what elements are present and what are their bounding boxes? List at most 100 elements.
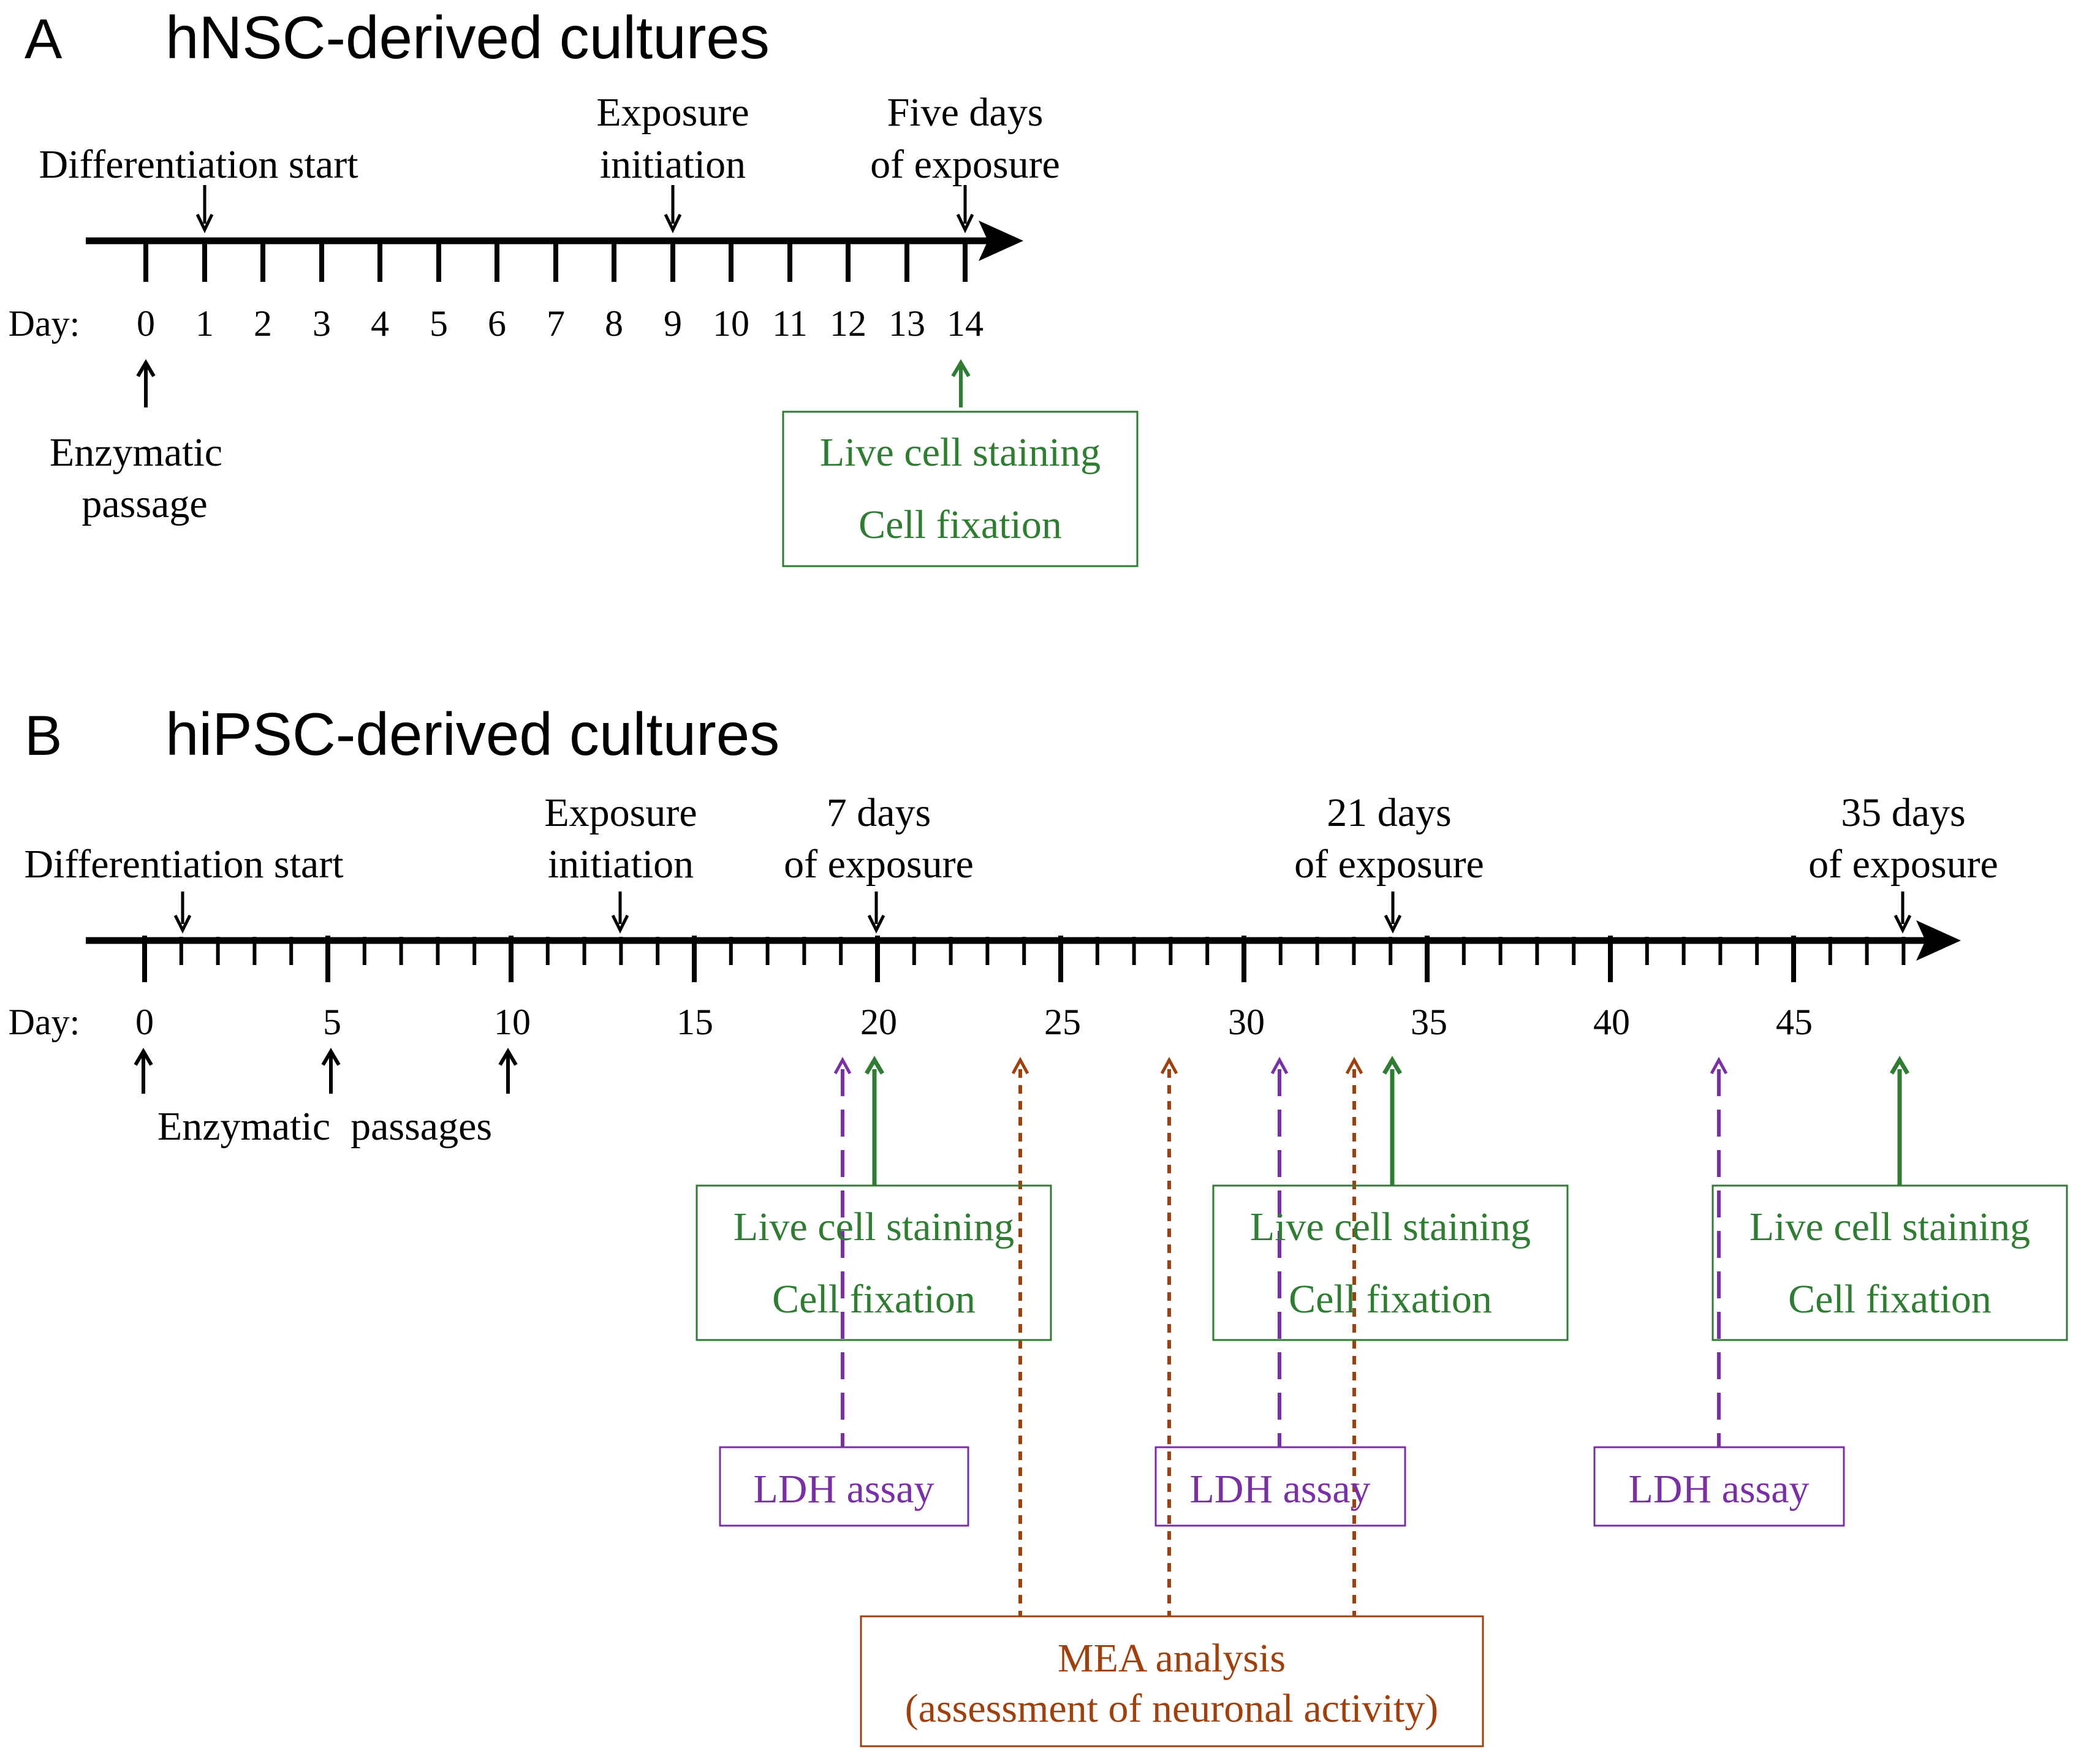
ldh-arrowhead-2: [1270, 1056, 1289, 1075]
mea-box-line2: (assessment of neuronal activity): [905, 1686, 1439, 1731]
b-staining-box-1-line2: Cell fixation: [772, 1277, 976, 1322]
b-exposure-line1: Exposure: [544, 790, 697, 835]
tick-label-a-0: 0: [137, 303, 155, 344]
arrowhead-up-enzymatic: [136, 359, 156, 377]
arrowhead-exposure: [664, 213, 682, 233]
tick-label-a-8: 8: [605, 303, 623, 344]
tick-label-a-12: 12: [830, 303, 866, 344]
mea-box-border: [860, 1615, 1484, 1747]
b-arrowhead-exposure: [611, 914, 629, 934]
b-arrowhead-21days: [1384, 914, 1402, 934]
enzymatic-passage-line2: passage: [81, 482, 207, 526]
tick-label-a-7: 7: [547, 303, 565, 344]
b-staining-arrowhead-1: [864, 1056, 885, 1075]
ldh-arrowhead-3: [1710, 1056, 1728, 1075]
arrowhead-differentiation: [195, 213, 214, 233]
exposure-initiation-label-line1: Exposure: [596, 90, 749, 135]
arrowhead-up-staining-a: [951, 359, 971, 377]
b-differentiation-start-label: Differentiation start: [24, 842, 343, 887]
tick-label-a-5: 5: [430, 303, 448, 344]
b-exposure-line2: initiation: [548, 842, 694, 887]
b-staining-box-3-line1: Live cell staining: [1749, 1205, 2030, 1249]
ldh-box-2: LDH assay: [1154, 1446, 1406, 1527]
tick-label-a-13: 13: [889, 303, 925, 344]
tick-label-b-20: 20: [860, 1002, 897, 1042]
tick-label-a-2: 2: [254, 303, 272, 344]
b-staining-arrowhead-3: [1889, 1056, 1910, 1075]
exposure-initiation-label-line2: initiation: [600, 142, 746, 187]
tick-label-b-25: 25: [1044, 1002, 1081, 1042]
panel-a-staining-line1: Live cell staining: [820, 430, 1101, 475]
ldh-box-1-label: LDH assay: [753, 1467, 934, 1512]
tick-label-a-6: 6: [488, 303, 506, 344]
tick-label-a-14: 14: [947, 303, 984, 344]
panel-a-letter: A: [25, 8, 63, 70]
mea-box: MEA analysis (assessment of neuronal act…: [860, 1615, 1484, 1747]
mea-arrowhead-2: [1160, 1056, 1178, 1075]
tick-label-b-15: 15: [677, 1002, 713, 1042]
tick-label-b-0: 0: [135, 1002, 154, 1042]
panel-a-day-prefix: Day:: [9, 303, 80, 344]
tick-label-a-10: 10: [713, 303, 749, 344]
panel-a-axis-arrowhead: [979, 221, 1023, 261]
panel-b-title: hiPSC-derived cultures: [165, 700, 779, 768]
tick-label-a-4: 4: [371, 303, 389, 344]
tick-label-a-9: 9: [664, 303, 682, 344]
tick-label-a-11: 11: [772, 303, 808, 344]
ldh-box-3: LDH assay: [1593, 1446, 1845, 1527]
b-staining-box-2-border: [1212, 1184, 1569, 1341]
ldh-box-1: LDH assay: [719, 1446, 969, 1527]
tick-label-b-40: 40: [1593, 1002, 1630, 1042]
ldh-box-2-border: [1154, 1446, 1406, 1527]
panel-a-staining-box: [782, 411, 1139, 567]
panel-a: A hNSC-derived cultures Day: 0: [9, 4, 1139, 567]
panel-a-staining-line2: Cell fixation: [859, 502, 1062, 547]
panel-b: B hiPSC-derived cultures Day: 0 5 10 15 …: [9, 700, 2068, 1747]
tick-label-b-10: 10: [494, 1002, 531, 1042]
mea-box-line1: MEA analysis: [1058, 1636, 1286, 1681]
b-arrowhead-differentiation: [173, 914, 192, 934]
b-staining-box-3-line2: Cell fixation: [1788, 1277, 1992, 1322]
b-staining-box-3-border: [1711, 1184, 2068, 1341]
b-arrowhead-passage-10: [498, 1048, 518, 1066]
ldh-box-3-border: [1593, 1446, 1845, 1527]
b-21days-line2: of exposure: [1294, 842, 1484, 887]
b-7days-line1: 7 days: [827, 790, 931, 835]
differentiation-start-label: Differentiation start: [39, 142, 358, 187]
tick-label-b-30: 30: [1228, 1002, 1265, 1042]
ldh-box-3-label: LDH assay: [1628, 1467, 1809, 1512]
b-arrowhead-passage-0: [134, 1048, 153, 1066]
arrowhead-five-days: [956, 213, 974, 233]
tick-label-a-3: 3: [313, 303, 331, 344]
b-21days-line1: 21 days: [1327, 790, 1451, 835]
b-staining-box-2: Live cell staining Cell fixation: [1212, 1184, 1569, 1341]
tick-label-b-35: 35: [1411, 1002, 1447, 1042]
b-staining-box-2-line1: Live cell staining: [1250, 1205, 1531, 1249]
five-days-label-line2: of exposure: [870, 142, 1060, 187]
five-days-label-line1: Five days: [887, 90, 1044, 135]
panel-a-ticks: [143, 241, 968, 282]
b-arrowhead-35days: [1893, 914, 1912, 934]
ldh-box-2-label: LDH assay: [1189, 1467, 1370, 1512]
mea-arrowhead-1: [1011, 1056, 1029, 1075]
b-7days-line2: of exposure: [784, 842, 974, 887]
b-35days-line2: of exposure: [1808, 842, 1998, 887]
b-staining-arrowhead-2: [1382, 1056, 1403, 1075]
panel-a-title: hNSC-derived cultures: [165, 4, 770, 71]
b-staining-box-1-border: [696, 1184, 1052, 1341]
b-arrowhead-7days: [867, 914, 885, 934]
panel-b-letter: B: [25, 705, 62, 767]
panel-b-ticks: [142, 936, 1906, 982]
enzymatic-passage-line1: Enzymatic: [50, 430, 222, 475]
mea-arrowhead-3: [1345, 1056, 1363, 1075]
b-staining-box-2-line2: Cell fixation: [1289, 1277, 1492, 1322]
b-35days-line1: 35 days: [1841, 790, 1965, 835]
panel-b-day-prefix: Day:: [9, 1002, 80, 1042]
ldh-box-1-border: [719, 1446, 969, 1527]
b-staining-box-1: Live cell staining Cell fixation: [696, 1184, 1052, 1341]
tick-label-b-5: 5: [323, 1002, 341, 1042]
b-arrowhead-passage-5: [321, 1048, 341, 1066]
tick-label-a-1: 1: [195, 303, 214, 344]
tick-label-b-45: 45: [1776, 1002, 1813, 1042]
